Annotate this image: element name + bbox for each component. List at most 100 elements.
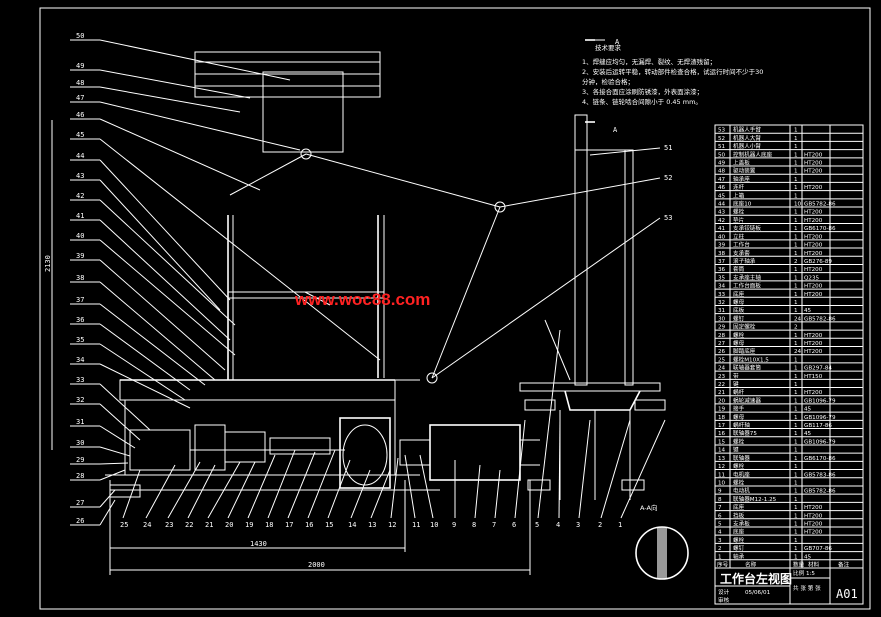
callout-25: 25: [120, 521, 128, 529]
callout-6: 6: [512, 521, 516, 529]
svg-text:1: 1: [794, 505, 798, 511]
svg-text:HT200: HT200: [804, 161, 823, 167]
svg-text:1: 1: [718, 554, 722, 560]
tech-req-item: 2、安装后运转平稳，转动部件检查合格，试运行时间不少于30: [582, 67, 763, 76]
callout-51: 51: [664, 144, 672, 152]
svg-text:9: 9: [718, 489, 722, 495]
arm-link-lower: [431, 206, 501, 379]
svg-text:1: 1: [794, 308, 798, 314]
dimension-2000-text: 2000: [308, 561, 325, 569]
callout-22: 22: [185, 521, 193, 529]
svg-text:45: 45: [804, 407, 812, 413]
callout-1: 1: [618, 521, 622, 529]
callout-53: 53: [664, 214, 672, 222]
svg-text:挡板: 挡板: [733, 511, 745, 519]
svg-text:轴承座: 轴承座: [733, 175, 750, 183]
svg-text:22: 22: [718, 382, 725, 388]
svg-text:1: 1: [794, 382, 798, 388]
svg-text:键: 键: [733, 446, 739, 454]
bom-row: 22 键 1: [718, 380, 798, 388]
motor-coupling: [399, 439, 431, 466]
svg-text:2: 2: [794, 259, 798, 265]
svg-text:1: 1: [794, 472, 798, 478]
callout-45: 45: [76, 131, 84, 139]
callout-13: 13: [368, 521, 376, 529]
svg-text:联轴器: 联轴器: [733, 454, 750, 462]
svg-text:底座: 底座: [733, 290, 745, 298]
svg-text:12: 12: [718, 464, 725, 470]
svg-text:GB6170-86: GB6170-86: [804, 226, 836, 232]
svg-text:HT200: HT200: [804, 513, 823, 519]
callout-14: 14: [348, 521, 356, 529]
svg-text:8: 8: [718, 497, 722, 503]
svg-text:HT200: HT200: [804, 218, 823, 224]
svg-text:1: 1: [794, 456, 798, 462]
callout-26: 26: [76, 517, 84, 525]
svg-text:GB1096-79: GB1096-79: [804, 439, 836, 445]
svg-text:1: 1: [794, 218, 798, 224]
svg-text:37: 37: [718, 259, 726, 265]
svg-text:2: 2: [794, 325, 798, 331]
svg-text:套筒: 套筒: [733, 265, 745, 273]
svg-text:6: 6: [718, 513, 722, 519]
view-label-aa: A-A向: [640, 503, 657, 512]
svg-text:GB276-89: GB276-89: [804, 259, 832, 265]
svg-text:轴承: 轴承: [733, 552, 745, 560]
svg-text:立柱: 立柱: [733, 232, 745, 240]
svg-text:25: 25: [718, 357, 726, 363]
svg-text:1: 1: [794, 390, 798, 396]
worm-shaft: [269, 437, 331, 455]
svg-text:HT200: HT200: [804, 251, 823, 257]
svg-text:支承套: 支承套: [733, 249, 750, 257]
svg-text:键: 键: [733, 380, 739, 388]
drawing-frame: [39, 7, 871, 610]
tech-req-item: 3、各接合面应涂刷防锈漆，外表面涂漆；: [582, 87, 703, 96]
callout-47: 47: [76, 94, 84, 102]
svg-text:1: 1: [794, 136, 798, 142]
svg-text:HT200: HT200: [804, 284, 823, 290]
svg-text:10: 10: [794, 202, 802, 208]
svg-text:1: 1: [794, 234, 798, 240]
date-text: 05/06/01: [745, 590, 771, 596]
svg-text:1: 1: [794, 398, 798, 404]
svg-text:30: 30: [718, 316, 726, 322]
svg-text:36: 36: [718, 267, 726, 273]
svg-text:51: 51: [718, 144, 726, 150]
svg-text:1: 1: [794, 251, 798, 257]
callout-43: 43: [76, 172, 84, 180]
gearbox-left: [129, 429, 191, 471]
svg-text:1: 1: [794, 144, 798, 150]
svg-text:垫片: 垫片: [733, 216, 745, 224]
svg-text:GB5783-86: GB5783-86: [804, 472, 836, 478]
svg-text:45: 45: [718, 193, 726, 199]
svg-text:控制机器人底座: 控制机器人底座: [733, 150, 773, 158]
svg-text:HT200: HT200: [804, 390, 823, 396]
svg-text:18: 18: [718, 415, 726, 421]
coupling-housing: [224, 431, 266, 463]
svg-text:备注: 备注: [838, 561, 850, 569]
svg-text:HT200: HT200: [804, 530, 823, 536]
svg-text:GB5782-86: GB5782-86: [804, 489, 836, 495]
svg-text:HT200: HT200: [804, 234, 823, 240]
